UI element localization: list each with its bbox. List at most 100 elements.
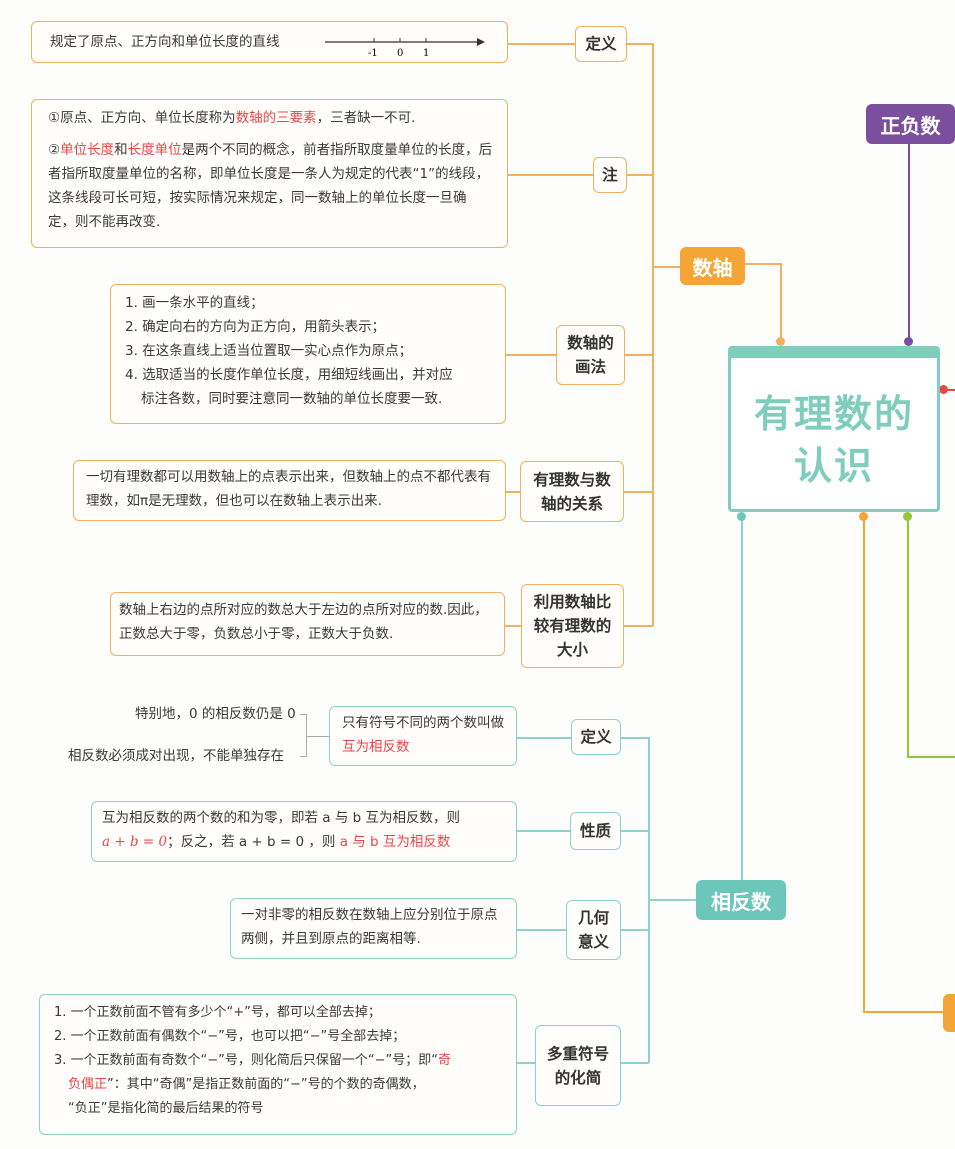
tick-label: 0	[397, 48, 403, 59]
opposite-geometry-box: 一对非零的相反数在数轴上应分别位于原点两侧，并且到原点的距离相等.	[230, 898, 517, 959]
connector	[648, 899, 696, 901]
label-line: 数轴的	[567, 334, 614, 352]
connector-dot	[859, 512, 868, 521]
tick-label: -1	[368, 48, 378, 59]
connector	[508, 43, 575, 45]
connector	[907, 756, 955, 758]
label-relation: 有理数与数 轴的关系	[520, 461, 624, 522]
opposite-side-note-1: 特别地，0 的相反数仍是 0	[135, 706, 296, 722]
connector	[307, 736, 329, 737]
center-title-line1: 有理数的	[753, 392, 914, 436]
opposite-simplify-box: 1. 一个正数前面不管有多少个“+”号，都可以全部去掉； 2. 一个正数前面有偶…	[39, 994, 517, 1135]
opposite-property-box: 互为相反数的两个数的和为零，即若 a 与 b 互为相反数，则 a + b = 0…	[91, 801, 517, 862]
connector	[741, 516, 743, 882]
connector	[625, 354, 653, 356]
connector	[624, 491, 653, 493]
connector	[624, 625, 653, 627]
opposite-definition-text: 只有符号不同的两个数叫做互为相反数	[342, 715, 504, 755]
connector	[621, 1062, 649, 1064]
tag-opposite-number: 相反数	[696, 880, 786, 920]
compare-text: 数轴上右边的点所对应的数总大于左边的点所对应的数.因此，正数总大于零，负数总小于…	[119, 602, 488, 642]
number-line-sketch: -1 0 1	[325, 38, 485, 59]
connector	[627, 43, 653, 45]
label-line: 轴的关系	[540, 494, 603, 513]
list-item: 3. 在这条直线上适当位置取一实心点作为原点；	[125, 343, 413, 359]
connector-dot	[904, 337, 913, 346]
label-compare: 利用数轴比 较有理数的 大小	[521, 584, 624, 668]
opposite-side-note-2: 相反数必须成对出现，不能单独存在	[68, 748, 284, 764]
label-line: 较有理数的	[533, 617, 612, 635]
opposite-definition-box: 只有符号不同的两个数叫做互为相反数	[329, 706, 517, 766]
label-opposite-definition: 定义	[571, 719, 621, 755]
center-node: 有理数的 认识	[728, 346, 940, 512]
label-line: 多重符号	[546, 1044, 609, 1063]
connector	[907, 516, 909, 758]
connector-dot	[776, 337, 785, 346]
connector	[627, 174, 653, 176]
connector	[300, 756, 307, 757]
connector	[300, 714, 307, 715]
relation-text: 一切有理数都可以用数轴上的点表示出来，但数轴上的点不都代表有理数，如π是无理数，…	[86, 469, 491, 509]
connector	[506, 354, 556, 356]
center-title-line2: 认识	[793, 444, 874, 488]
connector	[517, 1062, 535, 1064]
list-item: 4. 选取适当的长度作单位长度，用细短线画出，并对应	[125, 367, 453, 383]
label-drawing-method: 数轴的 画法	[556, 325, 625, 385]
connector-dot	[903, 512, 912, 521]
geometry-text: 一对非零的相反数在数轴上应分别位于原点两侧，并且到原点的距离相等.	[241, 907, 498, 947]
label-line: 有理数与数	[533, 470, 611, 489]
connector-dot	[939, 385, 948, 394]
drawing-steps: 1. 画一条水平的直线； 2. 确定向右的方向为正方向，用箭头表示； 3. 在这…	[125, 291, 495, 411]
tag-partial-right	[943, 994, 955, 1032]
axis-drawing-box: 1. 画一条水平的直线； 2. 确定向右的方向为正方向，用箭头表示； 3. 在这…	[110, 284, 506, 424]
connector	[942, 389, 955, 391]
connector-dot	[737, 512, 746, 521]
connector	[652, 43, 654, 626]
axis-note-box: ①原点、正方向、单位长度称为数轴的三要素，三者缺一不可. ②单位长度和长度单位是…	[31, 99, 508, 248]
tag-number-axis: 数轴	[680, 247, 745, 285]
label-opposite-property: 性质	[570, 812, 621, 850]
label-line: 意义	[577, 933, 609, 951]
tag-positive-negative: 正负数	[866, 104, 955, 144]
simplify-step-2: 2. 一个正数前面有偶数个“−”号，也可以把“−”号全部去掉；	[54, 1029, 406, 1044]
connector	[506, 491, 520, 493]
connector	[517, 737, 571, 739]
label-opposite-simplify: 多重符号 的化简	[535, 1025, 621, 1106]
label-line: 利用数轴比	[533, 593, 612, 611]
connector	[306, 714, 307, 757]
label-definition: 定义	[575, 26, 627, 62]
list-item: 1. 画一条水平的直线；	[125, 295, 264, 311]
connector	[621, 929, 649, 931]
simplify-step-3: 3. 一个正数前面有奇数个“−”号，则化简后只保留一个“−”号；即“奇 负偶正”…	[54, 1053, 452, 1116]
center-title: 有理数的 认识	[731, 388, 937, 492]
label-line: 画法	[574, 358, 606, 376]
connector	[621, 830, 649, 832]
simplify-step-1: 1. 一个正数前面不管有多少个“+”号，都可以全部去掉；	[54, 1005, 381, 1020]
label-note: 注	[593, 157, 627, 193]
label-line: 的化简	[554, 1068, 602, 1087]
label-line: 几何	[577, 909, 609, 927]
connector	[780, 263, 782, 341]
list-item: 标注各数，同时要注意同一数轴的单位长度要一致.	[141, 391, 443, 407]
connector	[745, 263, 781, 265]
property-line-2: a + b = 0；反之，若 a + b = 0 ，则 a 与 b 互为相反数	[102, 834, 451, 850]
note-paragraph-1: ①原点、正方向、单位长度称为数轴的三要素，三者缺一不可.	[48, 110, 416, 126]
connector	[863, 1011, 943, 1013]
tick-label: 1	[423, 48, 429, 59]
connector	[652, 266, 681, 268]
connector	[505, 625, 521, 627]
label-line: 大小	[556, 641, 588, 659]
connector	[621, 737, 649, 739]
connector	[863, 516, 865, 1013]
axis-definition-text: 规定了原点、正方向和单位长度的直线	[50, 34, 280, 50]
axis-compare-box: 数轴上右边的点所对应的数总大于左边的点所对应的数.因此，正数总大于零，负数总小于…	[110, 592, 505, 656]
axis-definition-box: 规定了原点、正方向和单位长度的直线 -1 0 1	[31, 21, 508, 63]
axis-relation-box: 一切有理数都可以用数轴上的点表示出来，但数轴上的点不都代表有理数，如π是无理数，…	[73, 460, 506, 521]
connector	[508, 174, 593, 176]
connector	[517, 929, 566, 931]
label-opposite-geometry: 几何 意义	[566, 900, 621, 960]
list-item: 2. 确定向右的方向为正方向，用箭头表示；	[125, 319, 386, 335]
property-line-1: 互为相反数的两个数的和为零，即若 a 与 b 互为相反数，则	[102, 810, 461, 826]
connector	[517, 830, 570, 832]
note-paragraph-2: ②单位长度和长度单位是两个不同的概念，前者指所取度量单位的长度，后者指所取度量单…	[48, 142, 493, 230]
